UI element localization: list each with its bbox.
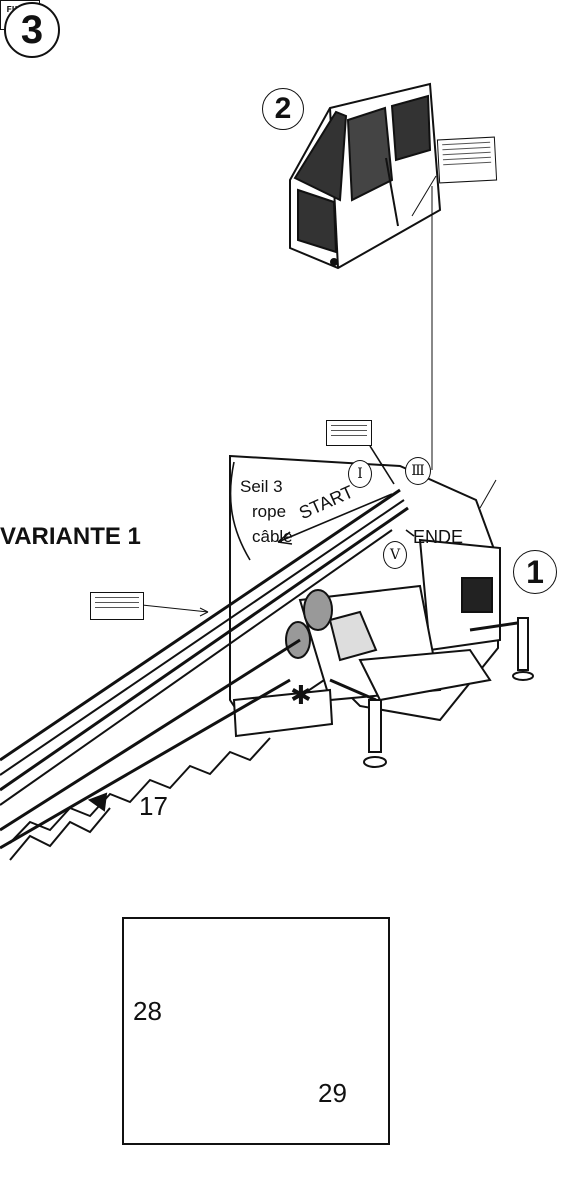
rope-label-german: Seil 3	[240, 477, 283, 496]
base-item-number: 1	[513, 550, 557, 594]
roman-mark-five: Ⅴ	[383, 541, 407, 569]
roman-mark-one: Ⅰ	[348, 460, 372, 488]
rope-label-french: câble	[252, 527, 293, 546]
sticker-leaders	[141, 479, 497, 617]
variant-heading: VARIANTE 1	[0, 523, 141, 550]
svg-text:✱: ✱	[290, 681, 312, 711]
part-number-hook: 29	[318, 1078, 347, 1108]
step-number-badge: 3	[4, 2, 60, 58]
crane-cab	[289, 82, 442, 270]
crane-boom	[0, 488, 409, 861]
side-warning-sticker	[90, 592, 144, 620]
boom-warning-sticker	[326, 420, 372, 446]
cab-item-number: 2	[262, 88, 304, 130]
cab-warning-sticker	[436, 136, 498, 184]
hook-detail-frame	[122, 917, 390, 1145]
part-number-plate: 28	[133, 996, 162, 1026]
rope-arrows	[229, 445, 415, 561]
rope-end-label: ENDE	[413, 527, 464, 547]
rope-label-english: rope	[252, 502, 287, 521]
crane-base: ✱	[229, 454, 534, 768]
roman-mark-three: Ⅲ	[405, 457, 431, 485]
part-number-boom: 17	[139, 791, 168, 821]
